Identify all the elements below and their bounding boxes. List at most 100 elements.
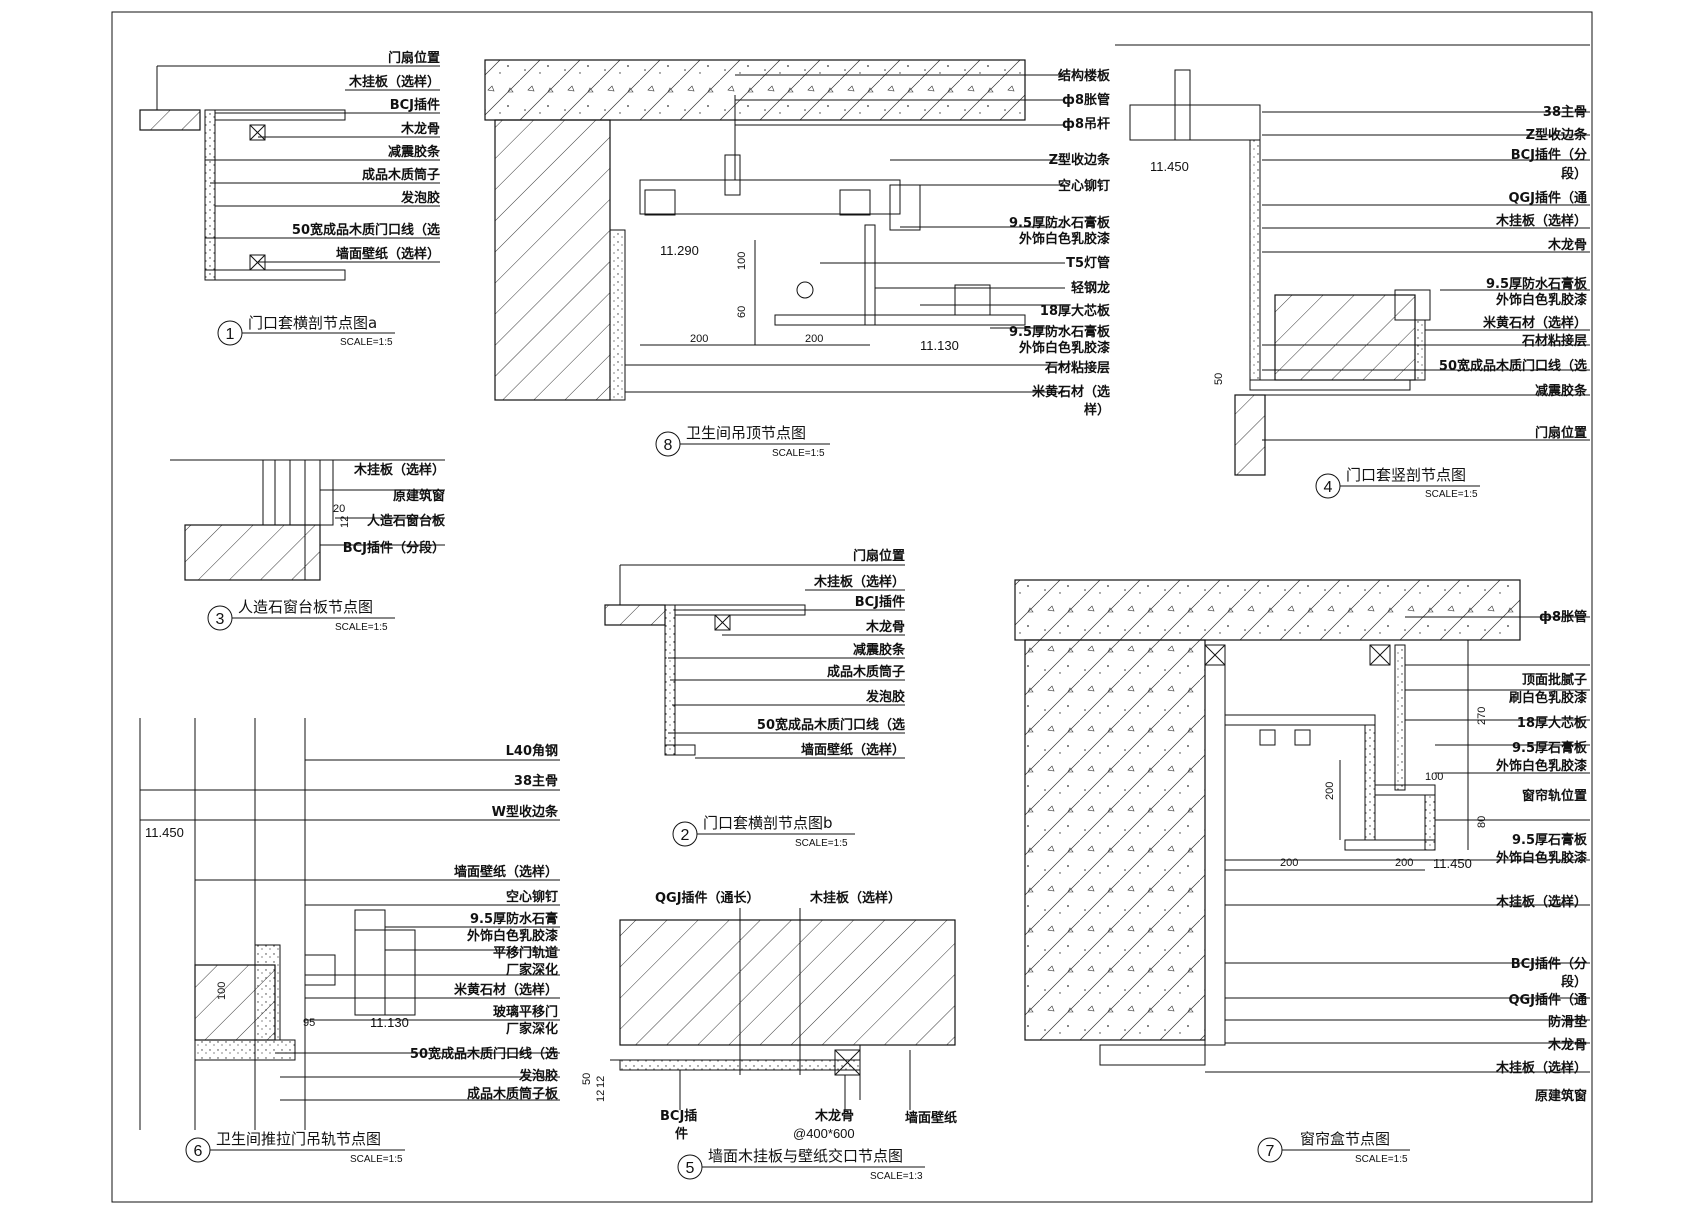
d8-label-12: 石材粘接层	[1044, 360, 1110, 376]
d6-label-10: 玻璃平移门	[493, 1004, 558, 1020]
d6-label-8: 厂家深化	[506, 962, 558, 978]
d6-label-7: 平移门轨道	[493, 945, 558, 961]
d4-label-8: 外饰白色乳胶漆	[1495, 292, 1587, 308]
d1-label-7: 50宽成品木质门口线（选	[292, 222, 440, 238]
d5-label-4: 木龙骨	[814, 1108, 854, 1124]
d3-title: 人造石窗台板节点图	[238, 598, 373, 616]
d8-label-1: ф8胀管	[1062, 92, 1110, 108]
d3-label-1: 原建筑窗	[393, 488, 445, 504]
d1-label-4: 减震胶条	[388, 144, 441, 160]
d5-label-6: 墙面壁纸	[905, 1110, 957, 1126]
d7-dim-0: 270	[1476, 707, 1488, 725]
d1-label-6: 发泡胶	[400, 190, 440, 206]
d7-dim-3: 200	[1324, 782, 1336, 800]
detail-6: L40角钢 38主骨 W型收边条 墙面壁纸（选样） 空心铆钉 9.5厚防水石膏 …	[139, 718, 560, 1165]
d6-elevation-0: 11.450	[145, 825, 184, 840]
d8-label-6: 外饰白色乳胶漆	[1018, 231, 1110, 247]
d4-label-13: 门扇位置	[1535, 425, 1587, 441]
d3-dim-1: 12	[339, 516, 351, 528]
d3-label-0: 木挂板（选样）	[353, 462, 445, 478]
d6-label-5: 9.5厚防水石膏	[470, 911, 558, 927]
d5-scale: SCALE=1:3	[870, 1171, 923, 1182]
d7-label-0: ф8胀管	[1539, 609, 1587, 625]
d8-elevation-1: 11.130	[920, 338, 959, 353]
detail-4: 38主骨 Z型收边条 BCJ插件（分 段） QGJ插件（通 木挂板（选样） 木龙…	[1115, 44, 1590, 500]
d7-label-13: 防滑垫	[1548, 1014, 1587, 1030]
d3-dim-0: 20	[333, 503, 345, 515]
d8-dim-1: 60	[736, 306, 748, 318]
d2-title: 门口套横剖节点图b	[703, 814, 833, 832]
d6-label-14: 成品木质筒子板	[467, 1086, 559, 1102]
d8-label-2: ф8吊杆	[1062, 116, 1110, 132]
d8-label-7: T5灯管	[1066, 255, 1110, 271]
d4-dim-0: 50	[1213, 373, 1225, 385]
d6-number: 6	[194, 1143, 203, 1160]
d5-dim-2: 12	[595, 1090, 607, 1102]
d4-label-2: BCJ插件（分	[1511, 147, 1587, 163]
d7-label-14: 木龙骨	[1547, 1037, 1587, 1053]
d7-label-10: BCJ插件（分	[1511, 956, 1587, 972]
d5-dim-1: 12	[595, 1076, 607, 1088]
d7-label-4: 9.5厚石膏板	[1512, 740, 1588, 756]
sheet-border	[111, 11, 1593, 1203]
d2-number: 2	[681, 827, 690, 844]
d5-dim-0: 50	[581, 1073, 593, 1085]
d4-scale: SCALE=1:5	[1425, 489, 1478, 500]
d1-label-2: BCJ插件	[390, 97, 440, 113]
d6-elevation-1: 11.130	[370, 1015, 409, 1030]
d8-label-5: 9.5厚防水石膏板	[1009, 215, 1111, 231]
d5-label-1: 木挂板（选样）	[809, 890, 901, 906]
d1-label-1: 木挂板（选样）	[348, 74, 440, 90]
d7-dim-2: 80	[1476, 816, 1488, 828]
detail-5: QGJ插件（通长） 木挂板（选样） BCJ插 件 木龙骨 @400*600 墙面…	[581, 890, 957, 1182]
d2-label-4: 减震胶条	[853, 642, 906, 658]
d4-label-4: QGJ插件（通	[1508, 190, 1587, 206]
d4-elevation-0: 11.450	[1150, 159, 1189, 174]
d5-label-2: BCJ插	[660, 1108, 697, 1124]
d2-label-6: 发泡胶	[865, 689, 905, 705]
d4-title: 门口套竖剖节点图	[1346, 466, 1466, 484]
d8-label-9: 18厚大芯板	[1040, 303, 1111, 319]
d4-label-1: Z型收边条	[1526, 127, 1588, 143]
d7-label-2: 刷白色乳胶漆	[1509, 690, 1587, 706]
d8-label-0: 结构楼板	[1058, 68, 1111, 84]
d7-elevation-0: 11.450	[1433, 856, 1472, 871]
d7-dim-5: 200	[1395, 857, 1413, 869]
d7-label-11: 段）	[1561, 974, 1587, 990]
d4-label-6: 木龙骨	[1547, 237, 1587, 253]
d6-dim-1: 95	[303, 1017, 315, 1029]
d3-label-3: BCJ插件（分段）	[343, 540, 445, 556]
d4-label-7: 9.5厚防水石膏板	[1486, 276, 1588, 292]
d1-label-0: 门扇位置	[388, 50, 440, 66]
d7-label-8: 外饰白色乳胶漆	[1495, 850, 1587, 866]
detail-2: 门扇位置 木挂板（选样） BCJ插件 木龙骨 减震胶条 成品木质筒子 发泡胶 5…	[604, 548, 906, 849]
d3-scale: SCALE=1:5	[335, 622, 388, 633]
d8-dim-2: 200	[690, 333, 708, 345]
d8-title: 卫生间吊顶节点图	[686, 424, 806, 442]
d8-label-13: 米黄石材（选	[1032, 384, 1110, 400]
d7-label-15: 木挂板（选样）	[1495, 1060, 1587, 1076]
d2-label-5: 成品木质筒子	[827, 664, 905, 680]
d6-label-6: 外饰白色乳胶漆	[466, 928, 558, 944]
d8-label-10: 9.5厚防水石膏板	[1009, 324, 1111, 340]
d8-label-8: 轻钢龙	[1071, 280, 1110, 296]
d7-number: 7	[1266, 1143, 1275, 1160]
d6-label-11: 厂家深化	[506, 1021, 558, 1037]
d8-label-3: Z型收边条	[1049, 152, 1111, 168]
d6-title: 卫生间推拉门吊轨节点图	[216, 1130, 381, 1148]
d1-title: 门口套横剖节点图a	[248, 314, 377, 332]
d6-label-2: W型收边条	[492, 804, 559, 820]
d1-number: 1	[226, 326, 235, 343]
d1-scale: SCALE=1:5	[340, 337, 393, 348]
d2-label-1: 木挂板（选样）	[813, 574, 905, 590]
d6-dim-0: 100	[216, 982, 228, 1000]
d7-label-16: 原建筑窗	[1535, 1088, 1587, 1104]
d2-label-0: 门扇位置	[853, 548, 905, 564]
d4-label-11: 50宽成品木质门口线（选	[1439, 358, 1587, 374]
d3-number: 3	[216, 611, 225, 628]
d4-label-0: 38主骨	[1543, 104, 1587, 120]
d8-elevation-0: 11.290	[660, 243, 699, 258]
d2-scale: SCALE=1:5	[795, 838, 848, 849]
d8-label-11: 外饰白色乳胶漆	[1018, 340, 1110, 356]
